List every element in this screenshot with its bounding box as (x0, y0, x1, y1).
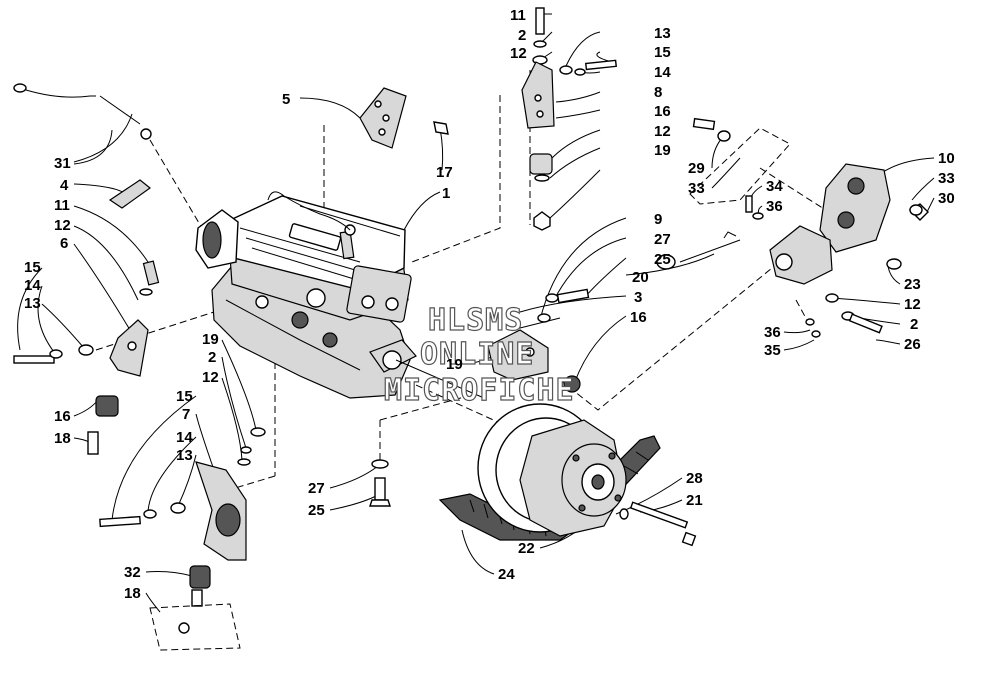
callout-29: 29 (688, 160, 705, 177)
callout-12: 12 (510, 45, 527, 62)
callout-16: 16 (654, 103, 671, 120)
drive-clutch-and-belt (438, 403, 697, 547)
callout-26: 26 (904, 336, 921, 353)
callout-12: 12 (202, 369, 219, 386)
callout-15: 15 (24, 259, 41, 276)
callout-30: 30 (938, 190, 955, 207)
watermark-line-3: MICROFICHE (384, 373, 575, 408)
callout-36: 36 (764, 324, 781, 341)
callout-6: 6 (60, 235, 68, 252)
bottom-center-bolt (369, 459, 391, 507)
callout-16: 16 (630, 309, 647, 326)
callout-15: 15 (654, 44, 671, 61)
callout-22: 22 (518, 540, 535, 557)
callout-1: 1 (442, 185, 450, 202)
callout-19: 19 (654, 142, 671, 159)
callout-5: 5 (282, 91, 290, 108)
callout-17: 17 (436, 164, 453, 181)
callout-7: 7 (182, 406, 190, 423)
top-center-mount-stack (521, 7, 617, 231)
callout-25: 25 (308, 502, 325, 519)
callout-3: 3 (634, 289, 642, 306)
callout-19: 19 (446, 356, 463, 373)
rear-left-mount-parts (99, 427, 266, 651)
callout-21: 21 (686, 492, 703, 509)
callout-20: 20 (632, 269, 649, 286)
callout-11: 11 (54, 197, 70, 214)
callout-14: 14 (654, 64, 671, 81)
callout-4: 4 (60, 177, 69, 194)
right-mount-assembly (656, 117, 929, 338)
callout-19: 19 (202, 331, 219, 348)
callout-9: 9 (654, 211, 662, 228)
watermark-line-2: ONLINE (420, 337, 534, 372)
callout-12: 12 (654, 123, 671, 140)
callout-31: 31 (54, 155, 71, 172)
callout-23: 23 (904, 276, 921, 293)
callout-18: 18 (54, 430, 71, 447)
callout-27: 27 (308, 480, 325, 497)
callout-36: 36 (766, 198, 783, 215)
callout-12: 12 (54, 217, 71, 234)
callout-32: 32 (124, 564, 141, 581)
callout-13: 13 (654, 25, 671, 42)
callout-2: 2 (208, 349, 216, 366)
callout-16: 16 (54, 408, 71, 425)
engine-assembly (195, 191, 485, 399)
watermark-line-1: HLSMS (428, 303, 523, 338)
callout-12: 12 (904, 296, 921, 313)
callout-28: 28 (686, 470, 703, 487)
callout-2: 2 (518, 27, 526, 44)
callout-33: 33 (938, 170, 955, 187)
callout-14: 14 (176, 429, 193, 446)
alignment-lines (95, 70, 861, 493)
front-mount-bracket (359, 87, 449, 149)
callout-2: 2 (910, 316, 918, 333)
watermark: HLSMS ONLINE MICROFICHE (383, 302, 575, 408)
callout-8: 8 (654, 84, 662, 101)
callout-24: 24 (498, 566, 515, 583)
callout-27: 27 (654, 231, 671, 248)
center-exhaust-bracket (487, 288, 590, 393)
callout-33: 33 (688, 180, 705, 197)
callout-34: 34 (766, 178, 783, 195)
left-side-parts (13, 83, 160, 455)
callout-13: 13 (24, 295, 41, 312)
callout-14: 14 (24, 277, 41, 294)
callout-10: 10 (938, 150, 955, 167)
callout-11: 11 (510, 7, 526, 24)
callout-labels: 11 2 12 13 15 14 8 16 12 19 9 27 25 20 3… (24, 7, 955, 602)
callout-15: 15 (176, 388, 193, 405)
callout-35: 35 (764, 342, 781, 359)
callout-18: 18 (124, 585, 141, 602)
callout-13: 13 (176, 447, 193, 464)
callout-25: 25 (654, 251, 671, 268)
